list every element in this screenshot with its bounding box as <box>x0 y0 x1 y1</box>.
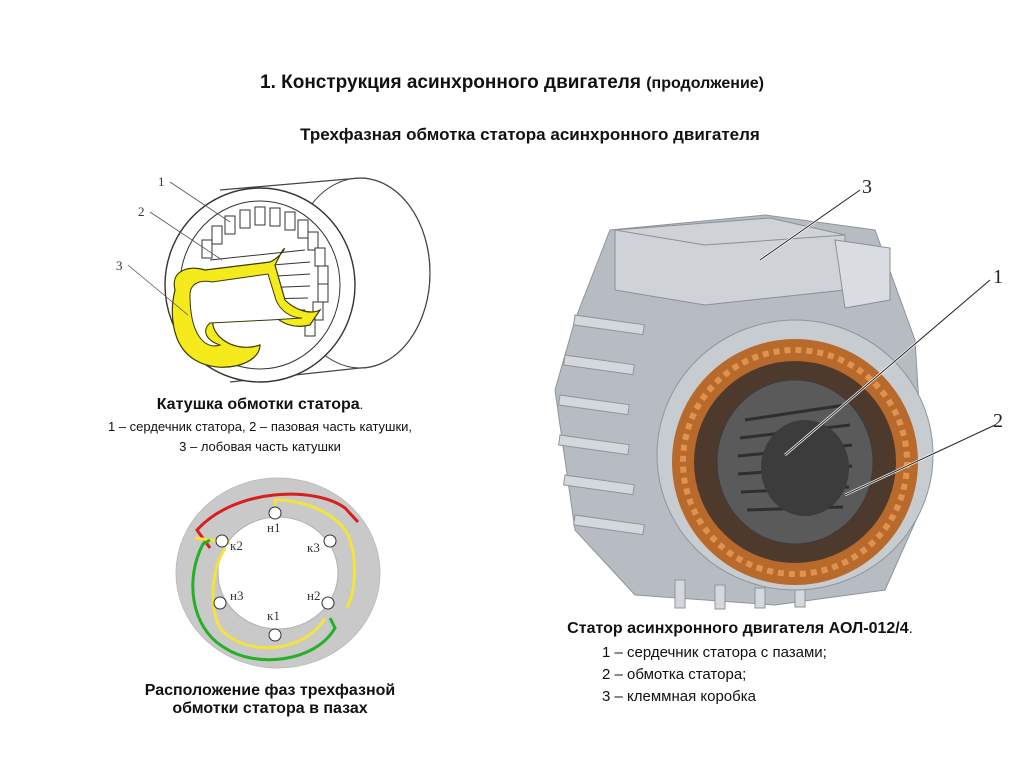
stator-callout-3: 3 <box>862 176 872 198</box>
coil-caption-line2: 3 – лобовая часть катушки <box>179 439 341 454</box>
stator-caption-dot: . <box>908 620 913 637</box>
phase-caption-line2: обмотки статора в пазах <box>172 700 368 717</box>
stator-callout-1: 1 <box>993 266 1003 288</box>
label-n2: н2 <box>307 588 321 603</box>
phase-red-path <box>195 492 360 549</box>
phase-layout-diagram <box>175 477 381 669</box>
coil-caption-title: Катушка обмотки статора <box>156 396 360 413</box>
coil-caption-dot: . <box>359 397 364 412</box>
stator-caption-title: Статор асинхронного двигателя АОЛ-012/4 <box>567 620 909 637</box>
stator-photo <box>554 188 996 610</box>
phase-yellow-path <box>273 498 356 609</box>
terminal-k2 <box>215 534 229 548</box>
label-n3: н3 <box>230 588 244 603</box>
terminal-k3 <box>323 534 337 548</box>
terminal-n2 <box>321 596 335 610</box>
coil-callout-2: 2 <box>138 204 145 219</box>
label-k2: к2 <box>230 538 243 553</box>
terminal-k1 <box>268 628 282 642</box>
coil-caption-line1: 1 – сердечник статора, 2 – пазовая часть… <box>107 419 413 434</box>
label-n1: н1 <box>267 520 281 535</box>
stator-coil-drawing <box>127 177 431 383</box>
page-title-suffix: (продолжение) <box>646 75 764 92</box>
stator-caption-item-2: 2 – обмотка статора; <box>602 666 747 683</box>
label-k1: к1 <box>267 608 280 623</box>
stator-caption-item-3: 3 – клеммная коробка <box>602 688 756 705</box>
coil-callout-3: 3 <box>116 258 123 273</box>
phase-caption: Расположение фаз трехфазной обмотки стат… <box>80 682 460 718</box>
stator-caption: Статор асинхронного двигателя АОЛ-012/4.… <box>530 620 970 705</box>
page-title: 1. Конструкция асинхронного двигателя (п… <box>0 72 1024 94</box>
coil-caption: Катушка обмотки статора. 1 – сердечник с… <box>60 396 460 454</box>
stator-caption-item-1: 1 – сердечник статора с пазами; <box>602 644 827 661</box>
label-k3: к3 <box>307 540 320 555</box>
terminal-n1 <box>268 506 282 520</box>
page-subtitle: Трехфазная обмотка статора асинхронного … <box>300 125 760 144</box>
phase-caption-line1: Расположение фаз трехфазной <box>144 682 396 699</box>
stator-callout-2: 2 <box>993 410 1003 432</box>
page-title-main: 1. Конструкция асинхронного двигателя <box>260 72 641 93</box>
phase-green-path <box>191 538 337 662</box>
terminal-n3 <box>213 596 227 610</box>
coil-callout-1: 1 <box>158 174 165 189</box>
